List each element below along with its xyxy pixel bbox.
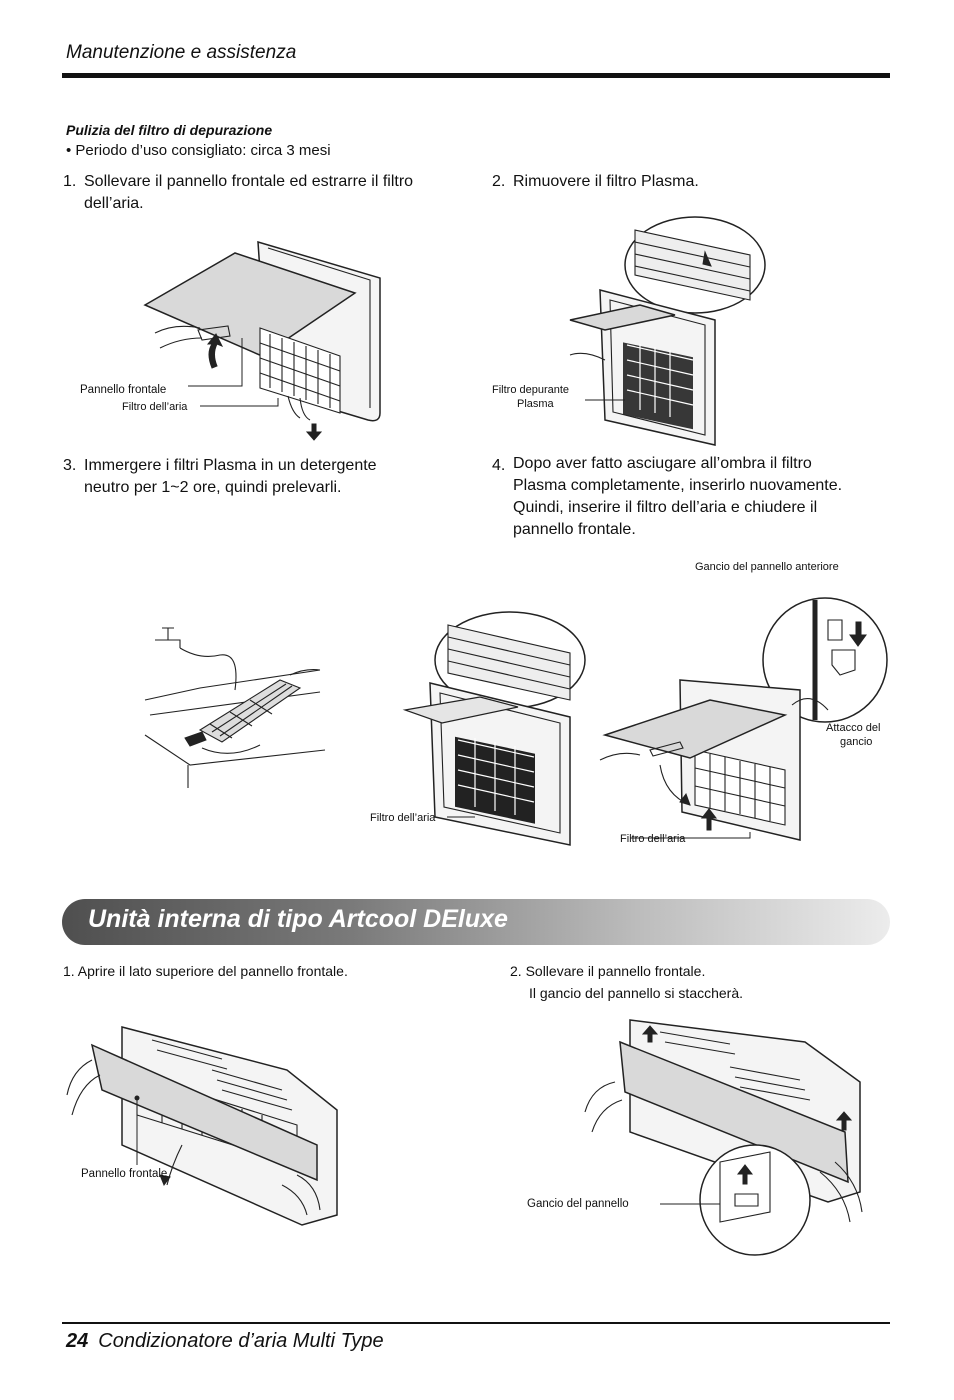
footer-divider [62, 1322, 890, 1324]
usage-period-bullet: • Periodo d’uso consigliato: circa 3 mes… [66, 142, 331, 159]
label-pannello-frontale-2: Pannello frontale [81, 1168, 168, 1180]
step-3-text-line1: Immergere i filtri Plasma in un detergen… [84, 457, 377, 474]
step-3-text-line2: neutro per 1~2 ore, quindi prelevarli. [84, 479, 342, 496]
label-filtro-depurante-line2: Plasma [517, 398, 554, 410]
artcool-step-1: 1. Aprire il lato superiore del pannello… [63, 963, 348, 979]
step-4-text-line1: Dopo aver fatto asciugare all’ombra il f… [513, 455, 812, 472]
header-divider [62, 73, 890, 78]
label-filtro-depurante-line1: Filtro depurante [492, 384, 570, 396]
step-4-text-line2: Plasma completamente, inserirlo nuovamen… [513, 477, 843, 494]
illustration-remove-plasma-filter [569, 216, 766, 446]
illustration-lift-front-panel [143, 240, 381, 441]
page-number: 24 [66, 1330, 89, 1352]
illustration-reinsert-plasma-filter [402, 611, 586, 846]
section-banner [62, 899, 890, 945]
section-banner-title: Unità interna di tipo Artcool DEluxe [88, 905, 508, 933]
artcool-step-2-line2: Il gancio del pannello si staccherà. [529, 985, 744, 1001]
illustration-close-front-panel [599, 597, 888, 841]
step-1-number: 1. [63, 173, 77, 190]
footer-title: Condizionatore d’aria Multi Type [98, 1330, 384, 1352]
step-1-text-line1: Sollevare il pannello frontale ed estrar… [84, 173, 414, 190]
step-4-text-line4: pannello frontale. [513, 521, 636, 538]
label-filtro-aria-3: Filtro dell’aria [620, 833, 686, 845]
subsection-title: Pulizia del filtro di depurazione [66, 122, 273, 138]
artcool-step-2-line1: 2. Sollevare il pannello frontale. [510, 963, 706, 979]
label-attacco-gancio-line2: gancio [840, 736, 873, 748]
label-gancio-pannello: Gancio del pannello [527, 1198, 629, 1210]
step-2-number: 2. [492, 173, 506, 190]
step-4-text-line3: Quindi, inserire il filtro dell’aria e c… [513, 499, 818, 516]
step-2-text: Rimuovere il filtro Plasma. [513, 173, 699, 190]
label-filtro-aria-1: Filtro dell’aria [122, 401, 188, 413]
section-header-title: Manutenzione e assistenza [66, 42, 297, 63]
label-pannello-frontale: Pannello frontale [80, 384, 167, 396]
label-filtro-aria-2: Filtro dell’aria [370, 812, 436, 824]
label-attacco-gancio-line1: Attacco del [826, 722, 881, 734]
page-footer: 24 Condizionatore d’aria Multi Type [66, 1330, 384, 1353]
step-1-text-line2: dell’aria. [84, 195, 144, 212]
illustration-open-panel-top [66, 1026, 338, 1226]
step-4-number: 4. [492, 457, 506, 474]
illustration-lift-panel-hook [584, 1019, 863, 1256]
label-gancio-pannello-anteriore: Gancio del pannello anteriore [695, 561, 839, 573]
step-3-number: 3. [63, 457, 77, 474]
illustration-wash-filter [144, 627, 326, 788]
